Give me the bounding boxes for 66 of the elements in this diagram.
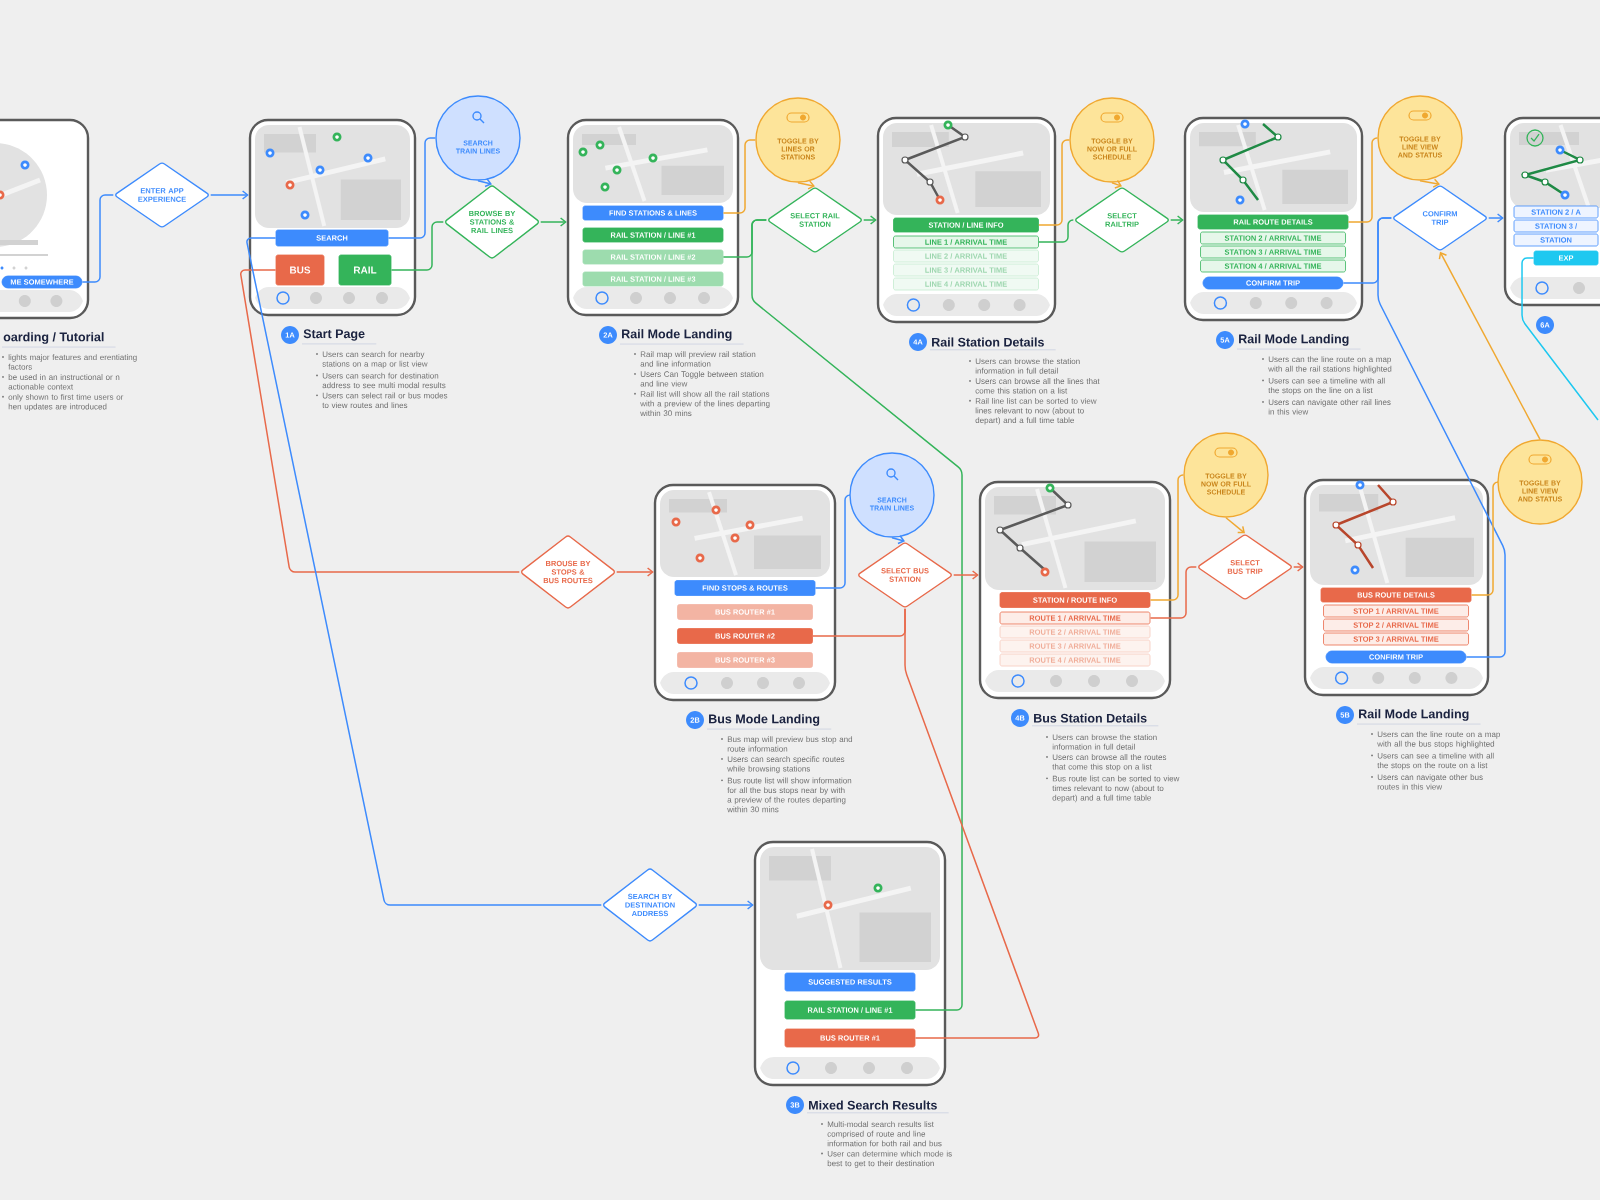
connector	[477, 178, 492, 188]
connector	[1438, 251, 1541, 441]
bullet-note: Rail list will show all the rail stations with a preview of the lines departing within 30 mins	[634, 390, 770, 417]
screen-title: oarding / Tutorial	[1, 332, 116, 348]
connector	[1521, 257, 1599, 421]
connector	[1419, 178, 1441, 188]
connector	[1169, 215, 1184, 225]
connector	[862, 215, 877, 225]
connector	[697, 900, 754, 910]
mode-button: BUS	[275, 254, 325, 286]
connector	[387, 137, 437, 239]
bullet-note: Users Can Toggle between station and line view	[634, 371, 764, 387]
connector	[797, 180, 815, 190]
bullet-note: Users can navigate other bus routes in this view	[1371, 774, 1483, 790]
connector	[1149, 566, 1198, 619]
bullet-note: Rail line list can be sorted to view lines relevant to now (about to depart) and a full time table	[969, 397, 1097, 425]
connector	[539, 217, 567, 227]
screen-title: Rail Mode Landing	[1356, 709, 1481, 725]
bullet-note: Users can browse the station information in full detail	[1046, 734, 1157, 750]
connector	[1292, 562, 1304, 572]
bullet-note: User can determine which mode is best to get to their destination	[821, 1150, 952, 1168]
screen-title: Mixed Search Results	[806, 1100, 950, 1114]
connector	[722, 139, 757, 214]
screen-title: Rail Mode Landing	[619, 329, 744, 345]
connector	[751, 219, 963, 1011]
connector	[1225, 516, 1245, 534]
connector	[1038, 139, 1071, 226]
screen-title: Bus Station Details	[1031, 713, 1159, 727]
bullet-note: Users can see a timeline with all the stops on the route on a list	[1371, 752, 1494, 770]
bullet-note: Users can the line route on a map with all the rail stations highlighted	[1262, 356, 1392, 374]
bullet-note: Users can search for nearby stations on a map or list view	[316, 351, 428, 369]
bullet-note: Multi-modal search results list comprised of route and line information for both rail and bus	[821, 1121, 942, 1147]
bullet-note: Users can search for destination address to see multi modal results	[316, 372, 446, 389]
connector	[615, 567, 654, 577]
connector	[1149, 474, 1185, 601]
connector	[1487, 213, 1504, 223]
bullet-note: only shown to first time users or hen updates are introduced	[2, 393, 124, 411]
connector	[209, 190, 249, 200]
screen-title: Rail Station Details	[929, 337, 1057, 351]
bullet-note: Bus map will preview bus stop and route information	[721, 736, 853, 752]
bullet-note: Users can browse the station information in full detail	[969, 358, 1080, 374]
connector	[390, 221, 445, 271]
bullet-note: Users can the line route on a map with all the bus stops highlighted	[1371, 731, 1501, 749]
connector	[1111, 179, 1123, 189]
bullet-note: Users can browse all the routes that come this stop on a list	[1046, 754, 1167, 772]
bullet-note: Rail map will preview rail station and line information	[634, 351, 756, 367]
bullet-note: Users can browse all the lines that come this station on a list	[969, 378, 1100, 394]
screen-title: Rail Mode Landing	[1236, 334, 1361, 350]
connector	[904, 607, 1040, 1039]
bullet-note: Users can select rail or bus modes to view routes and lines	[316, 392, 448, 408]
screen-title: Bus Mode Landing	[706, 714, 832, 730]
screen-title: Start Page	[301, 329, 377, 345]
connector	[246, 237, 603, 906]
connector	[952, 570, 979, 580]
connector	[1038, 219, 1075, 243]
connector	[1347, 137, 1379, 223]
bullet-note: Users can search specific routes while browsing stations	[721, 756, 845, 774]
connector	[240, 269, 521, 573]
connector	[1470, 481, 1499, 596]
bullet-note: Users can see a timeline with all the stops on the line on a list	[1262, 377, 1385, 395]
connector	[891, 535, 905, 545]
mode-button: RAIL	[338, 254, 392, 286]
bullet-note: Bus route list can be sorted to view times relevant to now (about to depart) and a full time table	[1046, 775, 1180, 803]
bullet-note: Users can navigate other rail lines in this view	[1262, 399, 1391, 415]
connector	[1377, 217, 1506, 658]
bullet-note: Bus route list will show information for all the bus stops near by with a preview of the routes departing within 30 mins	[721, 777, 852, 813]
